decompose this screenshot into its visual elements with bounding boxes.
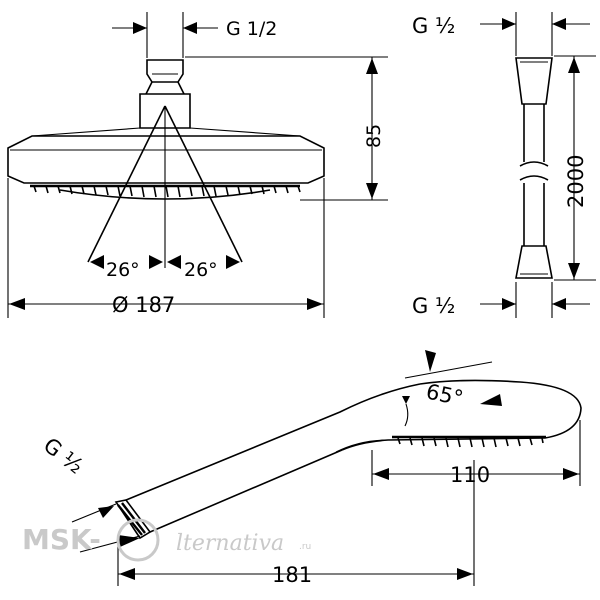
hose-length-label: 2000 [564,155,588,208]
height-label-overhead: 85 [363,124,385,148]
hand-shower: 65° 110 181 G ½ [39,350,582,587]
tilt-angle-label: 65° [424,379,465,410]
spray-angle-left-label: 26° [106,259,140,281]
watermark-brand: MSK- [22,523,101,556]
thread-label-overhead: G 1/2 [226,18,277,40]
diameter-label: Ø 187 [112,293,175,317]
watermark-script: lternativa [176,531,284,556]
head-length-label: 110 [450,463,490,487]
total-length-label: 181 [272,563,312,587]
hose-top-thread-label: G ½ [412,14,455,38]
overhead-shower: 26° 26° G 1/2 85 Ø 187 [7,12,388,318]
watermark-logo: MSK- lternativa .ru [22,518,311,562]
hose-bottom-thread-label: G ½ [412,294,455,318]
spray-angle-right-label: 26° [184,259,218,281]
watermark-suffix: .ru [299,542,311,552]
nozzle-row [33,185,301,198]
hand-shower-thread-label: G ½ [39,433,88,479]
shower-hose: G ½ 2000 G ½ [412,12,596,318]
